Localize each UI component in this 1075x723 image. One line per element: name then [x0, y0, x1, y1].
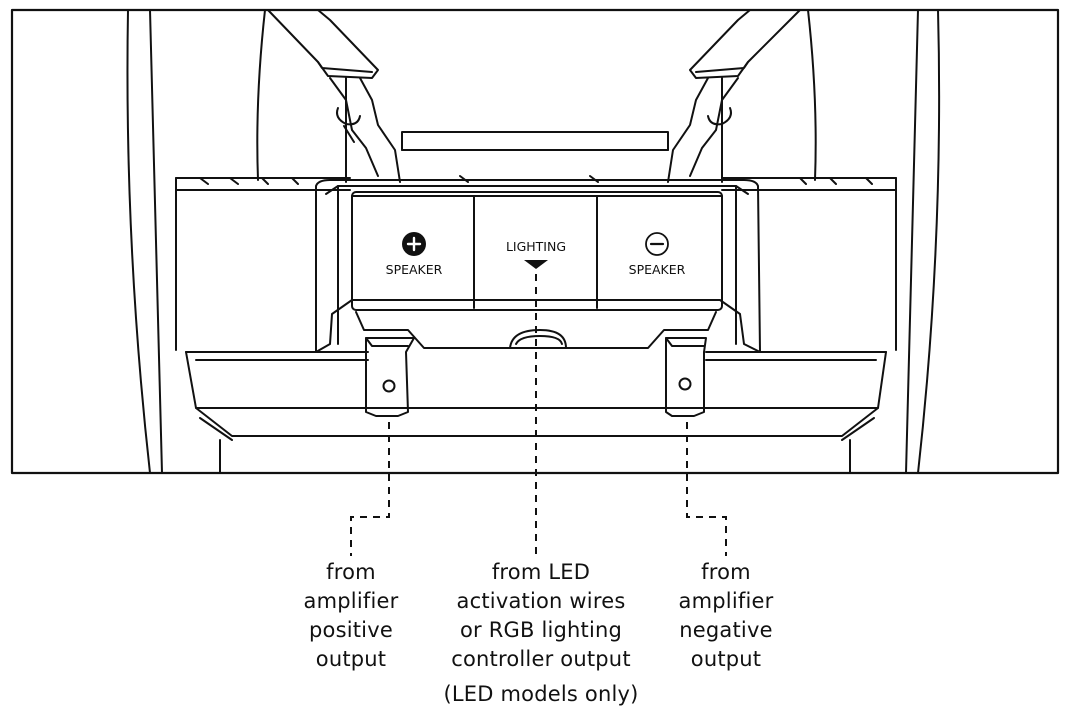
plus-circle-icon [402, 232, 426, 256]
positive-leader-line [350, 422, 390, 556]
negative-line-2: amplifier [678, 589, 774, 613]
positive-output-label: from amplifier positive output [291, 558, 411, 674]
led-line-3: or RGB lighting [459, 618, 623, 642]
positive-line-3: positive [309, 618, 393, 642]
right-tab-screw [678, 377, 692, 391]
negative-line-1: from [701, 560, 751, 584]
negative-line-4: output [690, 647, 762, 671]
led-line-1: from LED [491, 560, 591, 584]
right-terminal-tab [665, 337, 707, 417]
left-cabinet-wall [126, 9, 163, 474]
left-tab-screw [382, 379, 396, 393]
terminal-plate [351, 191, 723, 311]
down-triangle-icon [524, 260, 548, 269]
right-inner-wall [807, 9, 817, 181]
terminal-housing [315, 179, 761, 353]
left-terminal-tab [365, 337, 415, 417]
minus-speaker-label: SPEAKER [629, 262, 686, 277]
lighting-label: LIGHTING [506, 239, 566, 254]
center-tab [509, 329, 567, 349]
positive-line-1: from [326, 560, 376, 584]
positive-line-2: amplifier [303, 589, 399, 613]
minus-circle-icon [645, 232, 669, 256]
negative-line-3: negative [679, 618, 773, 642]
led-line-4: controller output [451, 647, 631, 671]
rear-bracket [401, 131, 669, 151]
led-source-label: from LED activation wires or RGB lightin… [421, 558, 661, 709]
right-cabinet-wall [905, 9, 941, 474]
plus-speaker-label: SPEAKER [386, 262, 443, 277]
negative-output-label: from amplifier negative output [666, 558, 786, 674]
positive-line-4: output [315, 647, 387, 671]
led-models-note: (LED models only) [443, 682, 639, 706]
led-line-2: activation wires [456, 589, 626, 613]
left-inner-wall [256, 9, 266, 181]
negative-leader-line [686, 422, 727, 556]
